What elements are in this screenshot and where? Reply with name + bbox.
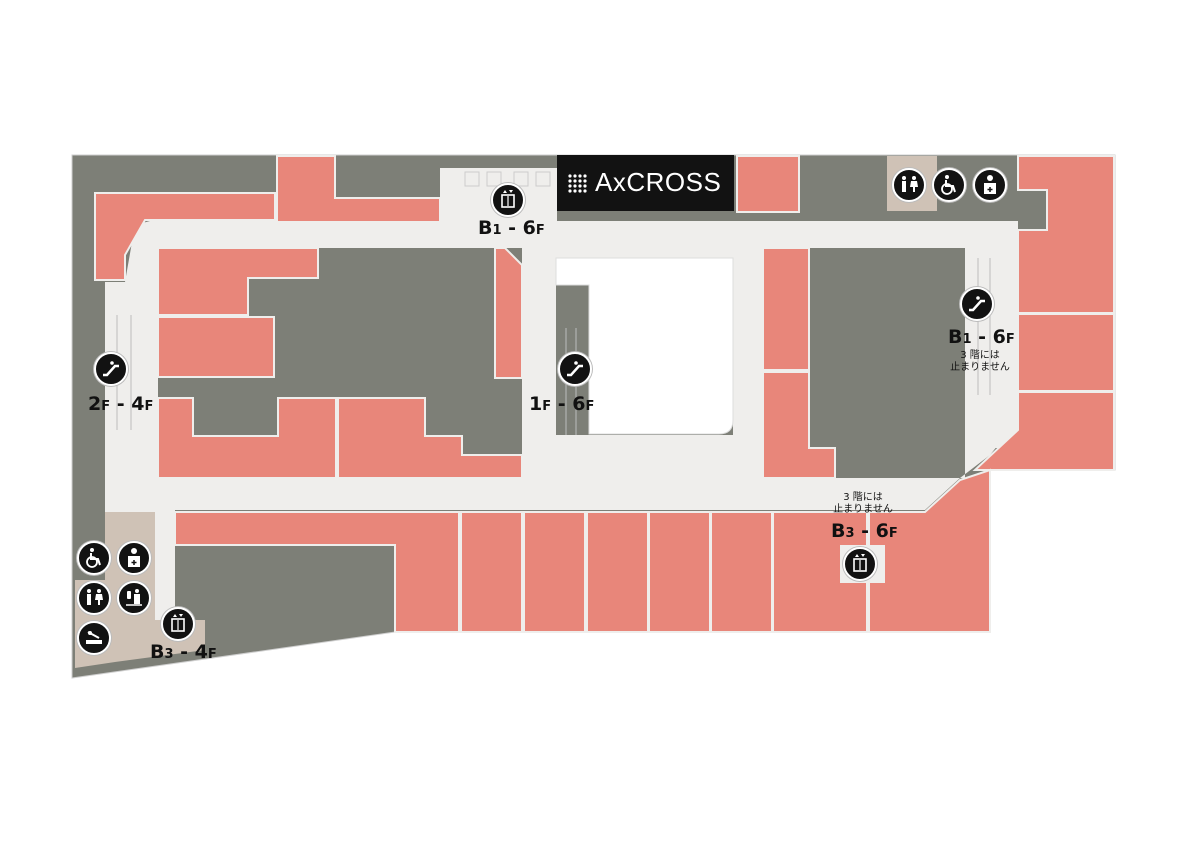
shop (762, 371, 836, 479)
label-n2: 6 (875, 520, 889, 542)
corridor-left-lower (155, 520, 175, 620)
atrium-void (555, 257, 734, 435)
shop (710, 511, 773, 633)
shop (762, 247, 810, 371)
label-sep: - (854, 520, 876, 542)
shop (157, 316, 275, 378)
ostomate-icon[interactable] (117, 541, 151, 575)
note-line: 止まりません (833, 504, 893, 515)
label-n1: 3 (845, 526, 855, 541)
label-floor: F (144, 399, 154, 414)
entry-pillars (464, 171, 551, 187)
label-n1: 1 (492, 223, 502, 238)
label-n1: 3 (164, 647, 174, 662)
label-floor: F (101, 399, 111, 414)
escalator-lines-right (977, 258, 991, 395)
label-prefix: B (150, 641, 165, 663)
label-n2: 4 (194, 641, 208, 663)
elevator-icon[interactable] (161, 607, 195, 641)
label-floor: F (207, 647, 217, 662)
label-n1: 2 (88, 393, 102, 415)
elevator-label-right: B3 - 6F (831, 520, 898, 542)
escalator-icon[interactable] (558, 352, 592, 386)
label-sep: - (173, 641, 195, 663)
shop (868, 468, 991, 633)
baby-care-icon[interactable] (117, 581, 151, 615)
shop (276, 155, 441, 223)
shop (736, 155, 800, 213)
wheelchair-icon[interactable] (932, 168, 966, 202)
label-floor: F (585, 399, 595, 414)
corridor-right-strip (965, 248, 1018, 448)
shop (460, 511, 523, 633)
shop (94, 192, 276, 281)
label-floor: F (535, 223, 545, 238)
restroom-icon[interactable] (892, 168, 926, 202)
elevator-label-top: B1 - 6F (478, 217, 545, 239)
label-n2: 6 (572, 393, 586, 415)
label-n2: 6 (522, 217, 536, 239)
brand-logo-icon (568, 174, 587, 193)
elevator-label-left: B3 - 4F (150, 641, 217, 663)
smoking-icon[interactable] (77, 621, 111, 655)
escalator-icon[interactable] (94, 352, 128, 386)
elevator-icon[interactable] (491, 183, 525, 217)
label-floor: F (542, 399, 552, 414)
label-prefix: B (948, 326, 963, 348)
shop (1017, 313, 1115, 392)
label-n1: 1 (529, 393, 543, 415)
corridor (105, 221, 1018, 520)
shop (523, 511, 586, 633)
label-sep: - (971, 326, 993, 348)
label-sep: - (501, 217, 523, 239)
label-sep: - (551, 393, 573, 415)
shop (494, 247, 523, 379)
wheelchair-icon[interactable] (77, 541, 111, 575)
elevator-icon[interactable] (843, 547, 877, 581)
note-line: 3 階には (843, 492, 883, 503)
label-floor: F (888, 526, 898, 541)
escalator-label-right: B1 - 6F (948, 326, 1015, 348)
brand-banner: AxCROSS (557, 155, 734, 211)
note-line: 3 階には (960, 350, 1000, 361)
shop (337, 397, 523, 479)
shop (586, 511, 649, 633)
label-n1: 1 (962, 332, 972, 347)
escalator-icon[interactable] (960, 287, 994, 321)
note-line: 止まりません (950, 362, 1010, 373)
label-n2: 4 (131, 393, 145, 415)
label-n2: 6 (992, 326, 1006, 348)
shop (157, 247, 319, 316)
escalator-label-left: 2F - 4F (88, 393, 153, 415)
brand-name: AxCROSS (595, 167, 722, 197)
escalator-note-right: 3 階には 止まりません (945, 350, 1015, 374)
shop (1017, 155, 1115, 314)
label-floor: F (1005, 332, 1015, 347)
label-prefix: B (478, 217, 493, 239)
ostomate-icon[interactable] (973, 168, 1007, 202)
restroom-icon[interactable] (77, 581, 111, 615)
shop (157, 397, 337, 479)
label-sep: - (110, 393, 132, 415)
escalator-label-center: 1F - 6F (529, 393, 594, 415)
shop (648, 511, 711, 633)
elevator-note-right: 3 階には 止まりません (828, 492, 898, 516)
shop (972, 391, 1115, 471)
label-prefix: B (831, 520, 846, 542)
